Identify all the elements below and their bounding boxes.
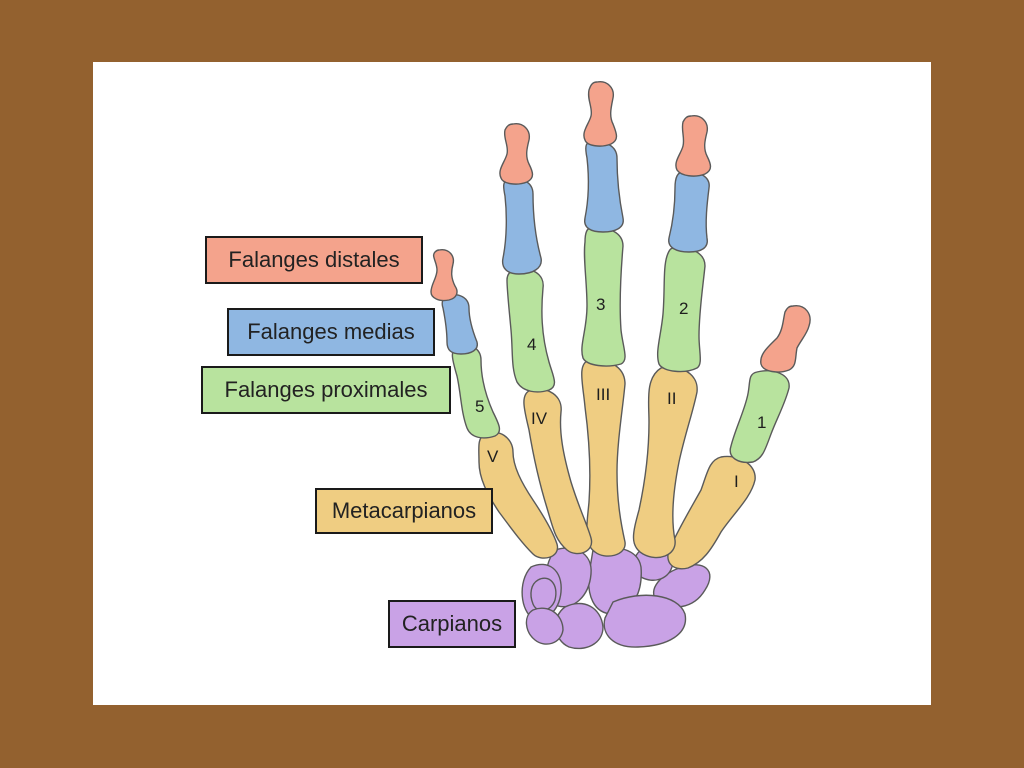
carpal-bone-trapezoid	[525, 607, 564, 645]
distal-phalanges	[430, 81, 811, 373]
middle-phalanx-3	[584, 140, 624, 233]
distal-phalanx-4	[499, 123, 534, 185]
metacarpal-number-labels: I II III IV V	[487, 385, 739, 491]
metacarpal-v	[478, 431, 559, 559]
diagram-panel: 1 2 3 4 5 I II III IV V Falanges distale…	[93, 62, 931, 705]
hand-skeleton-diagram: 1 2 3 4 5 I II III IV V	[430, 81, 811, 650]
middle-phalanges	[441, 140, 710, 355]
metacarpal-number-ii: II	[667, 389, 676, 408]
carpal-bone-pisiform	[530, 577, 557, 611]
metacarpal-i	[667, 455, 756, 570]
distal-phalanx-2	[675, 115, 712, 177]
middle-phalanx-5	[441, 294, 478, 355]
metacarpal-bones	[478, 359, 756, 570]
metacarpal-number-iv: IV	[531, 409, 548, 428]
metacarpal-number-iii: III	[596, 385, 610, 404]
distal-phalanx-1	[760, 305, 811, 373]
legend-metacarpianos: Metacarpianos	[315, 488, 493, 534]
proximal-phalanges	[451, 226, 790, 464]
finger-number-labels: 1 2 3 4 5	[475, 295, 766, 432]
metacarpal-number-i: I	[734, 472, 739, 491]
middle-phalanx-2	[668, 170, 710, 253]
legend-falanges-medias: Falanges medias	[227, 308, 435, 356]
finger-number-3: 3	[596, 295, 605, 314]
proximal-phalanx-5	[451, 344, 501, 439]
finger-number-4: 4	[527, 335, 536, 354]
metacarpal-iv	[523, 388, 593, 555]
carpal-bones	[521, 546, 711, 650]
carpal-bone-scaphoid-lower	[603, 594, 687, 648]
legend-carpianos: Carpianos	[388, 600, 516, 648]
legend-falanges-proximales: Falanges proximales	[201, 366, 451, 414]
middle-phalanx-4	[501, 178, 542, 275]
finger-number-5: 5	[475, 397, 484, 416]
proximal-phalanx-4	[506, 268, 556, 393]
metacarpal-ii	[632, 366, 698, 559]
distal-phalanx-5	[430, 249, 458, 302]
proximal-phalanx-1	[729, 370, 790, 464]
metacarpal-iii	[581, 359, 626, 557]
metacarpal-number-v: V	[487, 447, 499, 466]
distal-phalanx-3	[583, 81, 618, 147]
proximal-phalanx-2	[656, 246, 706, 373]
proximal-phalanx-3	[581, 226, 626, 367]
legend-falanges-distales: Falanges distales	[205, 236, 423, 284]
finger-number-2: 2	[679, 299, 688, 318]
finger-number-1: 1	[757, 413, 766, 432]
